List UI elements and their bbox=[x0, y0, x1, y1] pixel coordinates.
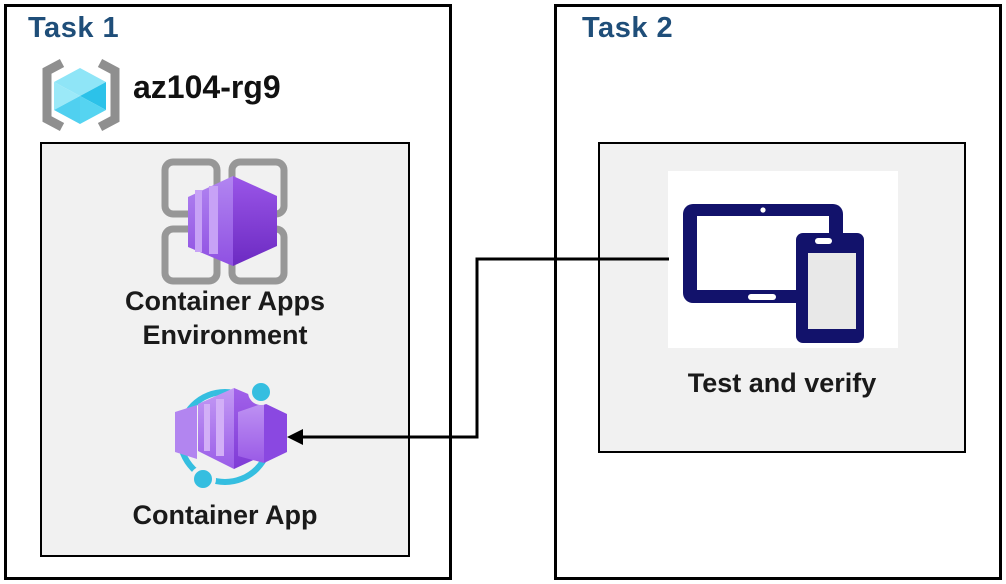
devices-icon bbox=[683, 204, 864, 343]
container-apps-environment-box: Container Apps Environment bbox=[40, 142, 410, 557]
task-1-box: Task 1 az104-rg9 bbox=[4, 4, 452, 580]
container-apps-environment-label: Container Apps Environment bbox=[124, 286, 325, 350]
task-2-box: Task 2 Test and verify bbox=[554, 4, 1002, 580]
resource-group-name: az104-rg9 bbox=[133, 69, 281, 105]
devices-icon-plate bbox=[668, 171, 898, 348]
container-app-icon bbox=[175, 379, 287, 492]
task-2-title: Task 2 bbox=[582, 12, 674, 44]
task-1-title: Task 1 bbox=[28, 12, 120, 44]
test-and-verify-label: Test and verify bbox=[687, 368, 877, 398]
container-app-label: Container App bbox=[132, 500, 318, 530]
container-apps-environment-icon bbox=[161, 158, 288, 285]
test-and-verify-box: Test and verify bbox=[598, 142, 966, 453]
resource-group-icon bbox=[42, 59, 120, 131]
